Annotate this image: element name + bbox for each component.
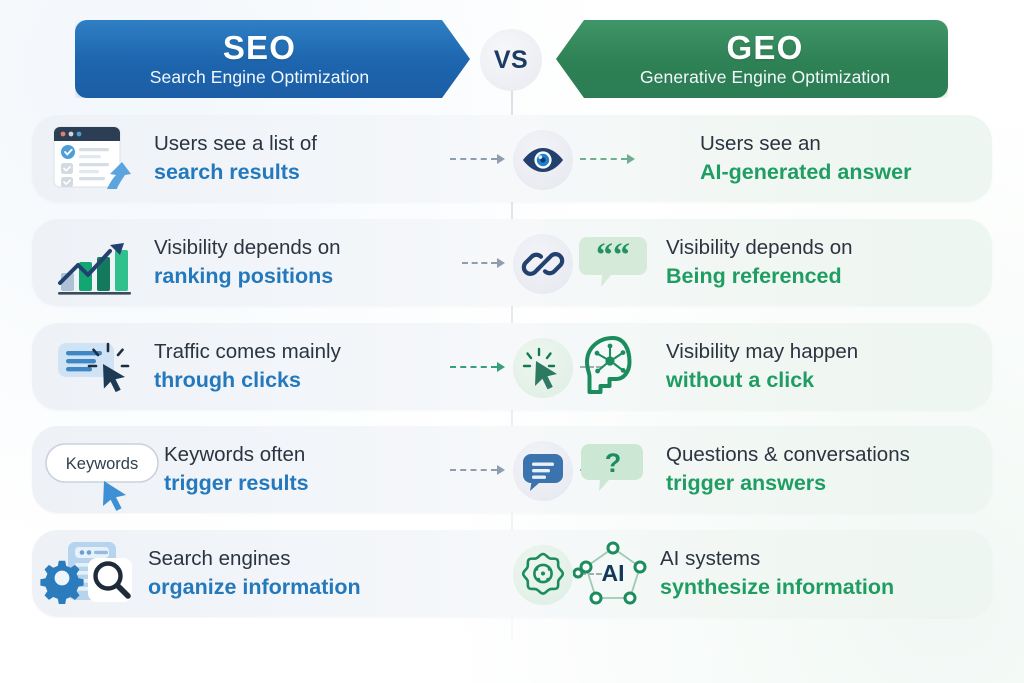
link-chain-icon xyxy=(513,234,573,294)
row-right-line1: Questions & conversations xyxy=(666,443,910,467)
row-left-text: Visibility depends on ranking positions xyxy=(154,235,341,289)
ai-brain-head-icon xyxy=(570,327,656,407)
row-left-side: Traffic comes mainly through clicks xyxy=(32,323,512,410)
row-left-text: Search engines organize information xyxy=(148,546,361,600)
row-right-side: ““ Visibility depends on Being reference… xyxy=(512,219,992,306)
comparison-row: Search engines organize information xyxy=(32,530,992,617)
document-cursor-click-icon xyxy=(44,327,140,407)
row-right-spacer xyxy=(570,119,656,199)
row-left-side: Keywords Keywords often trigger results xyxy=(32,426,512,513)
seo-subtitle: Search Engine Optimization xyxy=(149,67,370,88)
row-right-text: Questions & conversations trigger answer… xyxy=(666,442,910,496)
vs-label: VS xyxy=(493,45,529,74)
connector-arrow-left xyxy=(450,154,506,164)
row-right-text: Visibility may happen without a click xyxy=(666,339,858,393)
row-right-line2: Being referenced xyxy=(666,263,842,288)
connector-arrow-left xyxy=(450,465,506,475)
row-right-line1: Visibility may happen xyxy=(666,340,859,364)
quote-bubble-icon: ““ xyxy=(570,223,656,303)
row-right-line2: AI-generated answer xyxy=(700,159,912,184)
neural-flower-icon xyxy=(513,545,573,605)
row-right-line2: trigger answers xyxy=(666,470,827,495)
row-left-line1: Traffic comes mainly xyxy=(154,340,341,364)
row-left-line2: search results xyxy=(154,159,300,184)
row-left-side: Visibility depends on ranking positions xyxy=(32,219,512,306)
svg-text:““: ““ xyxy=(596,237,630,274)
row-left-line1: Search engines xyxy=(148,547,291,571)
row-right-line1: Users see an xyxy=(700,132,821,156)
comparison-row: Users see a list of search results xyxy=(32,115,992,202)
row-left-line1: Users see a list of xyxy=(154,132,317,156)
ai-network-node-icon: AI xyxy=(570,534,656,614)
row-left-text: Traffic comes mainly through clicks xyxy=(154,339,341,393)
row-right-text: Users see an AI-generated answer xyxy=(700,131,911,185)
row-right-line1: AI systems xyxy=(660,547,761,571)
vs-badge: VS xyxy=(480,29,542,91)
row-left-side: Users see a list of search results xyxy=(32,115,512,202)
row-right-side: ? Questions & conversations trigger answ… xyxy=(512,426,992,513)
row-left-side: Search engines organize information xyxy=(32,530,512,617)
header: SEO Search Engine Optimization VS GEO Ge… xyxy=(0,0,1024,110)
comparison-row: Traffic comes mainly through clicks xyxy=(32,323,992,410)
row-left-line2: through clicks xyxy=(154,367,301,392)
row-right-text: Visibility depends on Being referenced xyxy=(666,235,853,289)
comparison-row: Keywords Keywords often trigger results xyxy=(32,426,992,513)
row-right-side: AI AI systems synthesize information xyxy=(512,530,992,617)
growth-bar-chart-icon xyxy=(44,223,140,303)
row-left-line2: organize information xyxy=(148,574,361,599)
connector-arrow-left xyxy=(462,258,506,268)
seo-title: SEO xyxy=(222,29,297,67)
connector-arrow-right xyxy=(580,154,636,164)
svg-text:?: ? xyxy=(605,448,622,478)
seo-banner: SEO Search Engine Optimization xyxy=(75,20,470,98)
gear-search-document-icon xyxy=(40,534,140,614)
row-left-line1: Visibility depends on xyxy=(154,236,341,260)
keywords-chip-cursor-icon: Keywords xyxy=(40,430,160,511)
row-right-line1: Visibility depends on xyxy=(666,236,853,260)
row-right-line2: synthesize information xyxy=(660,574,895,599)
row-right-text: AI systems synthesize information xyxy=(660,546,894,600)
row-left-text: Users see a list of search results xyxy=(154,131,317,185)
connector-arrow-left xyxy=(450,362,506,372)
comparison-row: Visibility depends on ranking positions xyxy=(32,219,992,306)
question-bubble-icon: ? xyxy=(570,430,656,510)
row-left-line2: trigger results xyxy=(164,470,309,495)
row-right-line2: without a click xyxy=(666,367,815,392)
eye-icon xyxy=(513,130,573,190)
ai-badge-label: AI xyxy=(602,560,625,586)
geo-subtitle: Generative Engine Optimization xyxy=(639,67,891,88)
chat-bubble-icon xyxy=(513,441,573,501)
keywords-chip-label: Keywords xyxy=(66,455,138,473)
row-right-side: Visibility may happen without a click xyxy=(512,323,992,410)
geo-title: GEO xyxy=(726,29,804,67)
search-results-window-icon xyxy=(44,119,140,199)
cursor-click-icon xyxy=(513,338,573,398)
row-right-side: Users see an AI-generated answer xyxy=(512,115,992,202)
row-left-line2: ranking positions xyxy=(154,263,334,288)
connector-arrow-right xyxy=(580,366,602,368)
row-left-line1: Keywords often xyxy=(164,443,306,467)
connector-arrow-right xyxy=(580,573,602,575)
geo-banner: GEO Generative Engine Optimization xyxy=(556,20,948,98)
row-left-text: Keywords often trigger results xyxy=(164,442,309,496)
